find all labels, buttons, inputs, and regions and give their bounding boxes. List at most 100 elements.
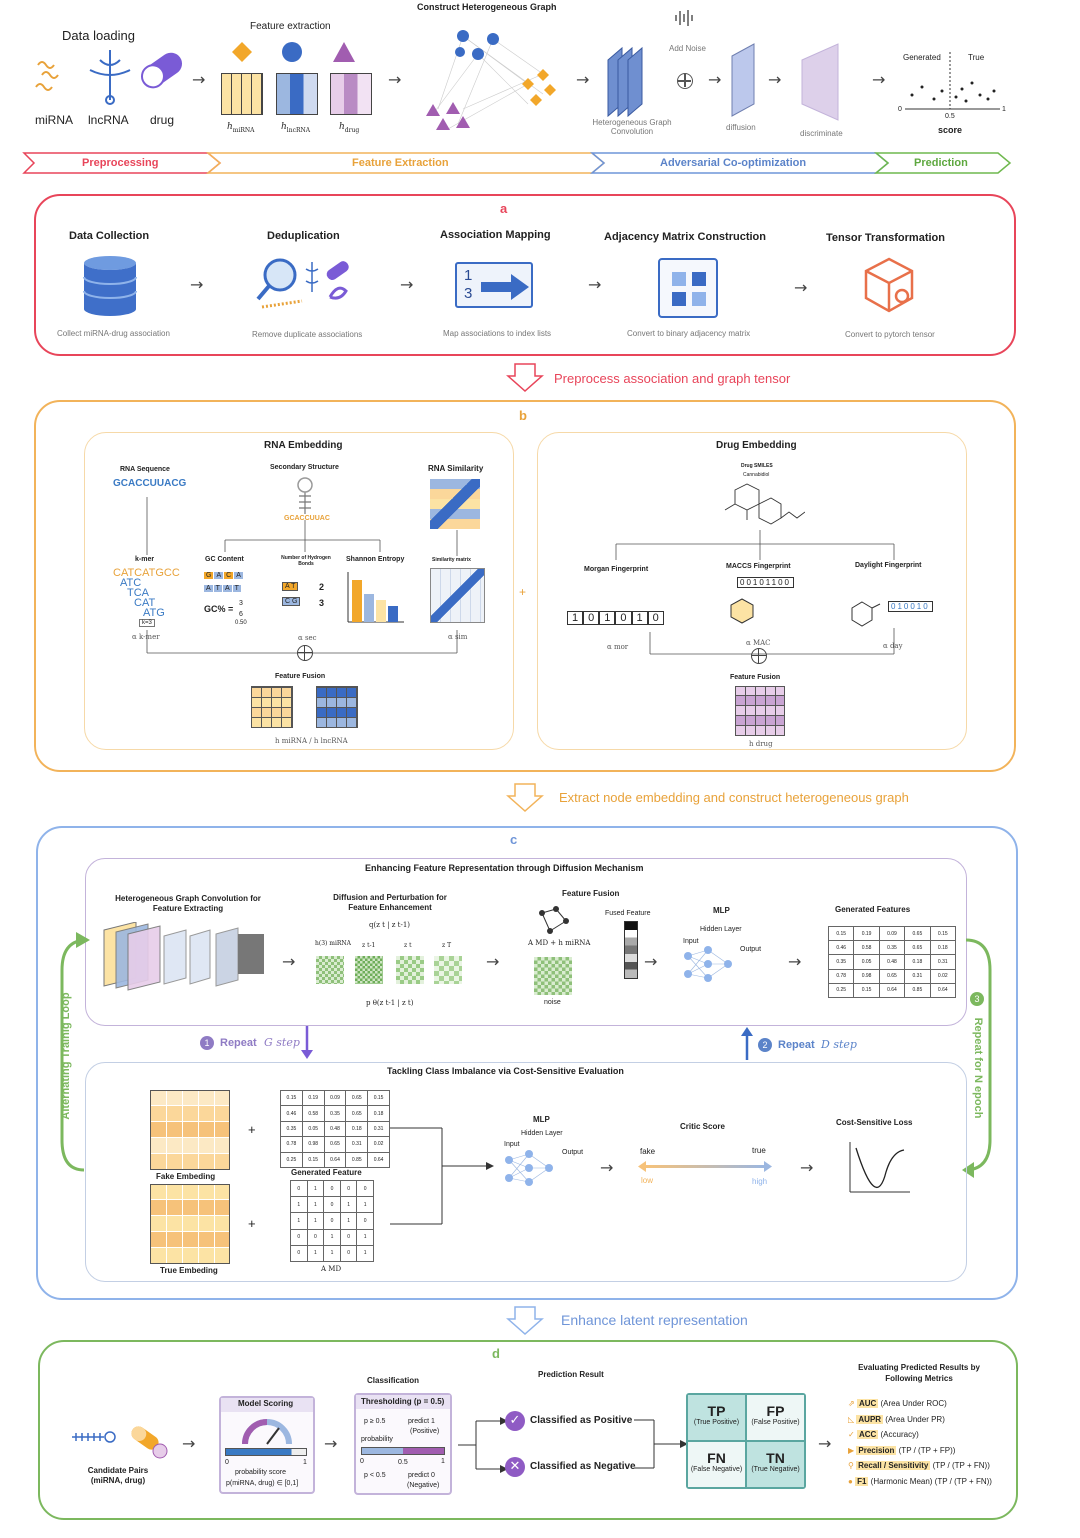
ms-scale-1: 1 (303, 1459, 307, 1466)
rna-similarity-label: RNA Similarity (428, 464, 484, 473)
kmer-line: CATCATGCC (113, 567, 180, 579)
mlp-label: MLP (713, 906, 730, 915)
model-scoring-box (219, 1396, 315, 1494)
table-cell: 0.65 (904, 925, 931, 942)
repeat-n-label: Repeat for N epoch (972, 1017, 984, 1119)
fused-feature-bar (624, 921, 638, 979)
table-cell: 0.19 (853, 925, 880, 942)
search-icon: ⚲ (848, 1461, 854, 1471)
target-icon: ▶ (848, 1445, 855, 1455)
down-arrow-icon (506, 363, 544, 392)
predict0-label: predict 0 (408, 1472, 435, 1479)
table-cell: 0.09 (878, 925, 906, 942)
fn-full: (False Negative) (690, 1466, 743, 1473)
table-cell: 0 (290, 1179, 308, 1198)
diffusion-layer-icon (731, 43, 755, 117)
drug-feature-grid (330, 73, 372, 115)
gc-den: 6 (239, 611, 243, 618)
table-cell: 0.19 (301, 1089, 325, 1107)
gc-letter: A (234, 572, 243, 579)
table-cell: 0.48 (878, 954, 906, 970)
metric-name: AUC (856, 1399, 879, 1408)
construct-graph-title: Construct Heterogeneous Graph (417, 2, 557, 12)
lncrna-label: lncRNA (88, 113, 129, 127)
triangle-icon (333, 42, 355, 62)
table-cell: 0 (323, 1212, 341, 1230)
score-plot (905, 52, 1000, 110)
cost-box-title: Tackling Class Imbalance via Cost-Sensit… (387, 1066, 624, 1076)
table-cell: 1 (356, 1228, 374, 1246)
table-cell: 0.98 (301, 1136, 325, 1153)
alternating-loop-arrow (60, 932, 90, 1172)
bit: 0 (647, 611, 664, 625)
classification-label: Classification (367, 1376, 420, 1385)
table-cell: 0.15 (301, 1151, 325, 1169)
table-cell: 0.35 (280, 1120, 303, 1138)
eval-title: Evaluating Predicted Results by Followin… (858, 1363, 980, 1383)
add-noise-label: Add Noise (669, 44, 706, 53)
table-cell: 0 (290, 1228, 308, 1246)
tp-cell: TP(True Positive) (688, 1395, 745, 1440)
table-cell: 0.65 (904, 940, 931, 956)
table-cell: 0.31 (929, 954, 957, 970)
table-cell: 1 (306, 1179, 325, 1198)
alpha-sec: α sec (298, 634, 317, 642)
hgc-layers-icon (607, 46, 643, 118)
step-tensor-title: Tensor Transformation (826, 232, 945, 244)
cross-icon: ✕ (505, 1457, 525, 1477)
area-icon: ◺ (848, 1414, 855, 1424)
chart-up-icon: ⇗ (848, 1399, 855, 1408)
tn-cell: TN(True Negative) (747, 1442, 804, 1487)
table-cell: 0.18 (929, 940, 957, 956)
g-step-label: G step (264, 1036, 300, 1049)
association-map-icon: 1 3 (455, 262, 533, 308)
probability-bar (225, 1448, 307, 1456)
table-cell: 0 (339, 1179, 358, 1198)
hidden-label: Hidden Layer (700, 926, 742, 933)
arrow-icon: → (182, 1434, 196, 1453)
amd-table-label: A MD (321, 1265, 342, 1273)
axis-1: 1 (1002, 106, 1006, 113)
fp-label: FP (766, 1403, 785, 1419)
generated-features-title: Generated Features (835, 905, 911, 914)
table-cell: 0.46 (827, 940, 855, 956)
bit: 0 (583, 611, 600, 625)
threshold-title: Thresholding (p = 0.5) (361, 1397, 445, 1406)
kmer-line: CAT (134, 597, 156, 609)
plus-symbol: + (519, 585, 527, 599)
metric-name: F1 (855, 1476, 869, 1486)
overview: Data loading miRNA lncRNA drug → Feature… (0, 0, 1080, 180)
table-cell: 0.35 (323, 1105, 347, 1122)
tp-label: TP (707, 1403, 726, 1419)
fp-full: (False Positive) (751, 1419, 800, 1426)
maccs-structure-icon (730, 598, 754, 624)
table-cell: 0 (356, 1212, 374, 1230)
rna-fused-grid-blue (316, 686, 358, 728)
arrow-icon: → (708, 70, 722, 89)
alt-loop-label: Alternating Trainig Loop (60, 992, 72, 1120)
rna-similarity-heatmap (430, 479, 480, 529)
plus-true: + (248, 1216, 256, 1231)
table-cell: 0.05 (301, 1120, 325, 1138)
fn-cell: FN(False Negative) (688, 1442, 745, 1487)
gc-letter: A (222, 585, 232, 592)
gc-bot-row: A T A T (204, 585, 241, 592)
gc-letter: A (214, 572, 224, 579)
tn-label: TN (766, 1450, 785, 1466)
kmer-label: k-mer (135, 556, 155, 563)
gc-val: 0.50 (235, 620, 247, 626)
alpha-kmer: α k-mer (132, 633, 160, 641)
arrow-icon: → (576, 70, 590, 89)
step-adjacency-desc: Convert to binary adjacency matrix (627, 329, 751, 338)
axis-05: 0.5 (945, 113, 955, 120)
prob-score-label: probability score (235, 1469, 286, 1476)
check-icon: ✓ (505, 1411, 525, 1431)
table-cell: 0.58 (853, 940, 880, 956)
metric-aupr: ◺ AUPR (Area Under PR) (848, 1412, 992, 1428)
